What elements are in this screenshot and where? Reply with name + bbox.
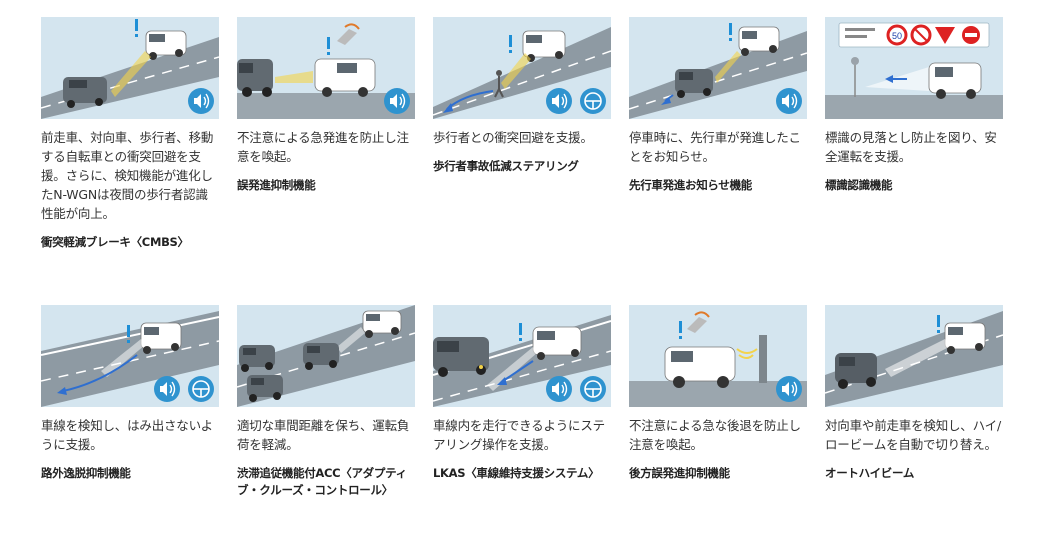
illustration-road-departure: [41, 305, 219, 407]
sound-icon: [776, 88, 802, 114]
feature-desc: 対向車や前走車を検知し、ハイ/ロービームを自動で切り替え。: [825, 418, 1001, 452]
feature-card-lead-car: 停車時に、先行車が発進したことをお知らせ。 先行車発進お知らせ機能: [629, 17, 807, 194]
feature-desc: 標識の見落とし防止を図り、安全運転を支援。: [825, 130, 997, 164]
feature-title: 誤発進抑制機能: [237, 178, 316, 192]
feature-title: 歩行者事故低減ステアリング: [433, 159, 579, 173]
steering-icon: [580, 376, 606, 402]
sound-icon: [546, 88, 572, 114]
feature-card-sign: 50 標識の見: [825, 17, 1003, 194]
illustration-lead-car: [629, 17, 807, 119]
feature-desc: 不注意による急発進を防止し注意を喚起。: [237, 130, 409, 164]
illustration-lkas: [433, 305, 611, 407]
steering-icon: [188, 376, 214, 402]
feature-title: 標識認識機能: [825, 178, 893, 192]
sound-icon: [776, 376, 802, 402]
feature-title: 後方誤発進抑制機能: [629, 466, 730, 480]
sound-icon: [188, 88, 214, 114]
feature-card-auto-high-beam: 対向車や前走車を検知し、ハイ/ロービームを自動で切り替え。 オートハイビーム: [825, 305, 1003, 482]
sound-icon: [384, 88, 410, 114]
feature-desc: 不注意による急な後退を防止し注意を喚起。: [629, 418, 801, 452]
feature-card-false-start: 不注意による急発進を防止し注意を喚起。 誤発進抑制機能: [237, 17, 415, 194]
feature-desc: 前走車、対向車、歩行者、移動する自転車との衝突回避を支援。さらに、検知機能が進化…: [41, 130, 214, 221]
sound-icon: [546, 376, 572, 402]
feature-card-road-departure: 車線を検知し、はみ出さないように支援。 路外逸脱抑制機能: [41, 305, 219, 482]
illustration-sign: 50: [825, 17, 1003, 119]
feature-card-pedestrian: 歩行者との衝突回避を支援。 歩行者事故低減ステアリング: [433, 17, 611, 175]
feature-desc: 車線を検知し、はみ出さないように支援。: [41, 418, 213, 452]
feature-card-acc: 適切な車間距離を保ち、運転負荷を軽減。 渋滞追従機能付ACC〈アダプティブ・クル…: [237, 305, 415, 499]
steering-icon: [580, 88, 606, 114]
illustration-false-start: [237, 17, 415, 119]
illustration-auto-high-beam: [825, 305, 1003, 407]
feature-desc: 停車時に、先行車が発進したことをお知らせ。: [629, 130, 801, 164]
feature-card-cmbs: 前走車、対向車、歩行者、移動する自転車との衝突回避を支援。さらに、検知機能が進化…: [41, 17, 219, 251]
sound-icon: [154, 376, 180, 402]
illustration-cmbs: [41, 17, 219, 119]
feature-card-lkas: 車線内を走行できるようにステアリング操作を支援。 LKAS〈車線維持支援システム…: [433, 305, 611, 482]
feature-title: 衝突軽減ブレーキ〈CMBS〉: [41, 235, 189, 249]
feature-title: LKAS〈車線維持支援システム〉: [433, 466, 600, 480]
feature-title: 路外逸脱抑制機能: [41, 466, 131, 480]
feature-title: オートハイビーム: [825, 466, 915, 480]
feature-title: 先行車発進お知らせ機能: [629, 178, 752, 192]
illustration-rear-false-start: [629, 305, 807, 407]
car-white: [145, 30, 187, 60]
feature-card-rear-false-start: 不注意による急な後退を防止し注意を喚起。 後方誤発進抑制機能: [629, 305, 807, 482]
illustration-acc: [237, 305, 415, 407]
feature-desc: 車線内を走行できるようにステアリング操作を支援。: [433, 418, 605, 452]
speed-sign-text: 50: [892, 31, 902, 41]
feature-desc: 歩行者との衝突回避を支援。: [433, 130, 593, 145]
feature-title: 渋滞追従機能付ACC〈アダプティブ・クルーズ・コントロール〉: [237, 466, 407, 497]
feature-desc: 適切な車間距離を保ち、運転負荷を軽減。: [237, 418, 410, 452]
illustration-pedestrian: [433, 17, 611, 119]
